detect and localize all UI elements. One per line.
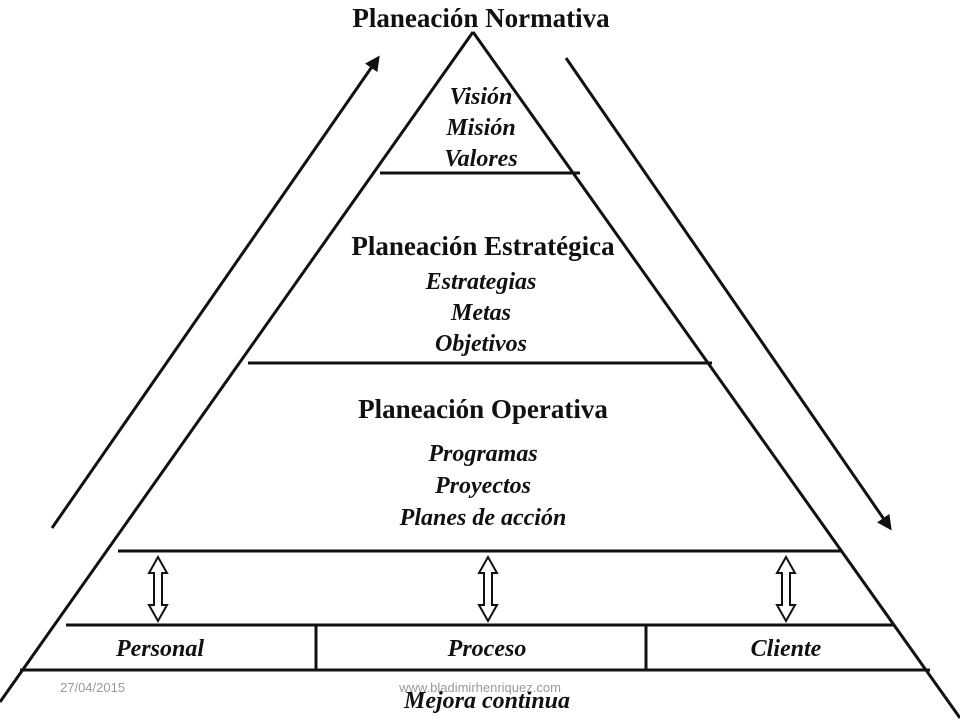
strategic-item: Estrategias	[425, 269, 537, 295]
operative-item: Proyectos	[434, 473, 531, 499]
normative-item: Misión	[445, 115, 515, 141]
pyramid-outline	[0, 31, 960, 719]
operative-item: Programas	[427, 441, 537, 467]
base-cell-personal: Personal	[115, 636, 204, 662]
base-cell-client: Cliente	[751, 636, 822, 662]
double-arrow-icon	[477, 554, 499, 624]
continuous-improvement-label: Mejora continua	[403, 688, 570, 714]
operative-item: Planes de acción	[399, 505, 567, 531]
strategic-item: Metas	[450, 300, 511, 326]
strategic-planning-title: Planeación Estratégica	[351, 231, 615, 261]
normative-item: Visión	[450, 84, 513, 110]
normative-item: Valores	[444, 146, 517, 172]
strategic-item: Objetivos	[435, 331, 527, 357]
ascending-arrow-icon	[50, 55, 380, 529]
base-cell-process: Proceso	[447, 636, 527, 662]
footer-url: www.bladimirhenriquez.com	[398, 680, 561, 695]
descending-arrow-icon	[564, 57, 892, 531]
normative-planning-title: Planeación Normativa	[352, 3, 610, 33]
double-arrow-icon	[775, 554, 797, 624]
footer-date: 27/04/2015	[60, 680, 125, 695]
operative-planning-title: Planeación Operativa	[358, 394, 608, 424]
double-arrow-icon	[147, 554, 169, 624]
